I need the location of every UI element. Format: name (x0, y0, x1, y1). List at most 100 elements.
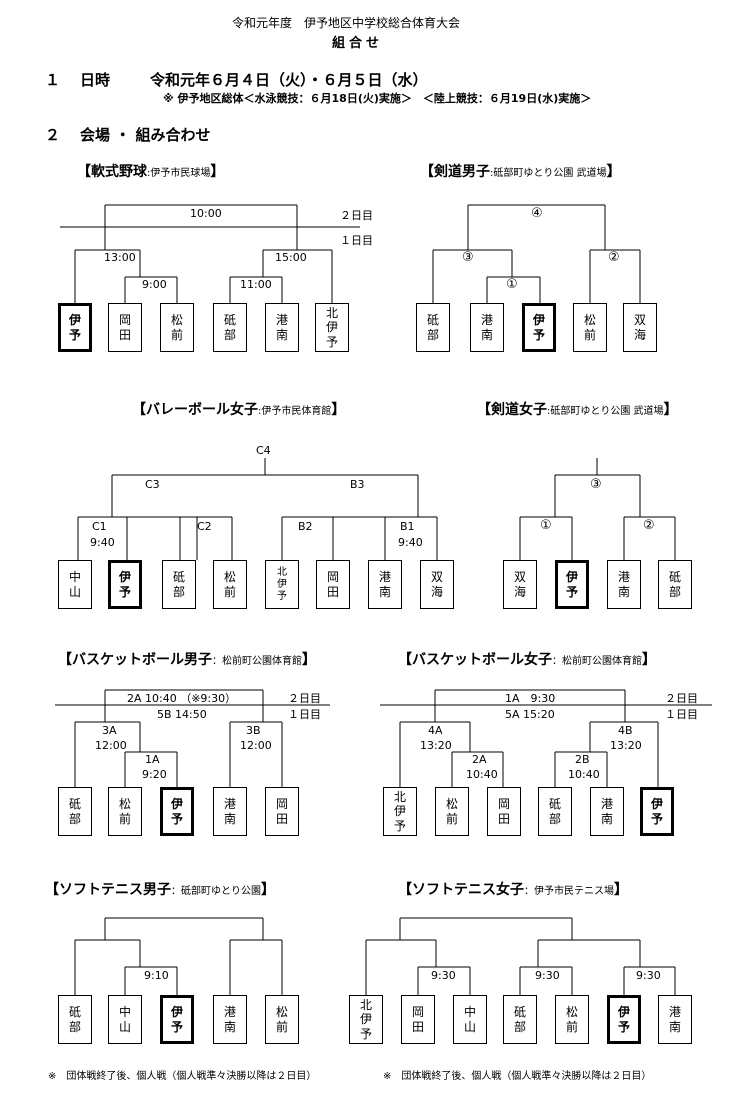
nanshiki-time-semi2: 15:00 (275, 251, 307, 264)
section2-label: 会場 ・ 組み合わせ (80, 126, 211, 144)
team-box: 砥 部 (213, 303, 247, 352)
team-box: 砥 部 (58, 787, 92, 836)
basket-w-title: 【バスケットボール女子：松前町公園体育館】 (398, 653, 656, 667)
basket-w-2a-time: 10:40 (466, 768, 498, 781)
team-box: 松 前 (265, 995, 299, 1044)
team-box: 砥 部 (538, 787, 572, 836)
nanshiki-time-final: 10:00 (190, 207, 222, 220)
soft-w-title-close: 】 (614, 882, 628, 898)
team-box: 砥 部 (658, 560, 692, 609)
team-box: 伊 予 (607, 995, 641, 1044)
volley-w-b2: B2 (298, 520, 313, 533)
nanshiki-day2: ２日目 (340, 209, 373, 222)
header-title: 組合せ (332, 36, 384, 51)
team-box: 北 伊 予 (265, 560, 299, 609)
nanshiki-title-close: 】 (210, 164, 225, 180)
basket-w-2a: 2A (472, 753, 487, 766)
basket-m-1a-time: 9:20 (142, 768, 167, 781)
team-box: 北 伊 予 (315, 303, 349, 352)
soft-w-time2: 9:30 (535, 969, 560, 982)
team-box: 伊 予 (555, 560, 589, 609)
basket-m-3b-time: 12:00 (240, 739, 272, 752)
team-box: 松 前 (435, 787, 469, 836)
basket-w-title-text: 【バスケットボール女子 (398, 652, 552, 668)
volley-w-b1-time: 9:40 (398, 536, 423, 549)
team-box: 中 山 (453, 995, 487, 1044)
team-box: 港 南 (607, 560, 641, 609)
soft-w-title: 【ソフトテニス女子：伊予市民テニス場】 (398, 883, 628, 897)
team-box: 松 前 (573, 303, 607, 352)
volley-w-b3: B3 (350, 478, 365, 491)
header-line1: 令和元年度 伊予地区中学校総合体育大会 (232, 16, 461, 30)
kendo-m-mark-final: ④ (531, 206, 543, 221)
team-box: 岡 田 (108, 303, 142, 352)
team-box: 砥 部 (416, 303, 450, 352)
section1-label: 日時 (80, 71, 111, 89)
basket-w-4a: 4A (428, 724, 443, 737)
team-box: 中 山 (58, 560, 92, 609)
team-box: 北 伊 予 (349, 995, 383, 1044)
basket-m-venue: ：松前町公園体育館 (212, 656, 302, 667)
kendo-m-mark-r1: ① (506, 277, 518, 292)
team-box: 港 南 (590, 787, 624, 836)
volley-w-c3: C3 (145, 478, 160, 491)
basket-m-title-text: 【バスケットボール男子 (58, 652, 212, 668)
volley-w-c4: C4 (256, 444, 271, 457)
kendo-w-venue: :砥部町ゆとり公園 武道場 (547, 406, 664, 417)
team-box: 港 南 (265, 303, 299, 352)
volley-w-title-close: 】 (331, 402, 346, 418)
soft-w-title-text: 【ソフトテニス女子 (398, 882, 524, 898)
volley-w-title: 【バレーボール女子:伊予市民体育館】 (132, 403, 345, 417)
nanshiki-time-semi1: 13:00 (104, 251, 136, 264)
nanshiki-time-r1a: 9:00 (142, 278, 167, 291)
volley-w-title-text: 【バレーボール女子 (132, 402, 258, 418)
basket-w-2b-time: 10:40 (568, 768, 600, 781)
basket-w-2b: 2B (575, 753, 590, 766)
kendo-w-mark-final: ③ (590, 477, 602, 492)
soft-m-title: 【ソフトテニス男子：砥部町ゆとり公園】 (45, 883, 275, 897)
team-box: 中 山 (108, 995, 142, 1044)
team-box: 岡 田 (265, 787, 299, 836)
volley-w-b1: B1 (400, 520, 415, 533)
basket-m-final-day2: 2A 10:40 （※9:30） (127, 692, 237, 705)
team-box: 港 南 (213, 995, 247, 1044)
nanshiki-title: 【軟式野球:伊予市民球場】 (77, 165, 224, 179)
basket-m-1a: 1A (145, 753, 160, 766)
basket-w-venue: ：松前町公園体育館 (552, 656, 642, 667)
team-box: 砥 部 (503, 995, 537, 1044)
basket-m-3a: 3A (102, 724, 117, 737)
team-box: 港 南 (213, 787, 247, 836)
volley-w-c1-time: 9:40 (90, 536, 115, 549)
team-box: 港 南 (368, 560, 402, 609)
kendo-w-title-close: 】 (663, 402, 678, 418)
team-box: 伊 予 (640, 787, 674, 836)
kendo-m-title-close: 】 (606, 164, 621, 180)
basket-w-day2: ２日目 (665, 692, 698, 705)
kendo-w-mark-r1a: ① (540, 518, 552, 533)
team-box: 岡 田 (316, 560, 350, 609)
basket-m-3b: 3B (246, 724, 261, 737)
soft-w-venue: ：伊予市民テニス場 (524, 886, 614, 897)
soft-w-time1: 9:30 (431, 969, 456, 982)
team-box: 岡 田 (487, 787, 521, 836)
team-box: 双 海 (623, 303, 657, 352)
kendo-m-mark-semi: ③ (462, 250, 474, 265)
kendo-m-mark-semi2: ② (608, 250, 620, 265)
soft-w-time3: 9:30 (636, 969, 661, 982)
section2-num: ２ (45, 126, 61, 144)
basket-m-title-close: 】 (302, 652, 316, 668)
soft-m-venue: ：砥部町ゆとり公園 (171, 886, 261, 897)
soft-m-title-close: 】 (261, 882, 275, 898)
team-box: 岡 田 (401, 995, 435, 1044)
soft-m-note: ※ 団体戦終了後、個人戦（個人戦準々決勝以降は２日目） (48, 1071, 317, 1082)
basket-m-day2: ２日目 (288, 692, 321, 705)
team-box: 伊 予 (160, 995, 194, 1044)
basket-w-4b-time: 13:20 (610, 739, 642, 752)
volley-w-c2: C2 (197, 520, 212, 533)
volley-w-venue: :伊予市民体育館 (258, 406, 332, 417)
soft-m-title-text: 【ソフトテニス男子 (45, 882, 171, 898)
kendo-w-title-text: 【剣道女子 (477, 402, 547, 418)
kendo-m-title-text: 【剣道男子 (420, 164, 490, 180)
team-box: 松 前 (555, 995, 589, 1044)
